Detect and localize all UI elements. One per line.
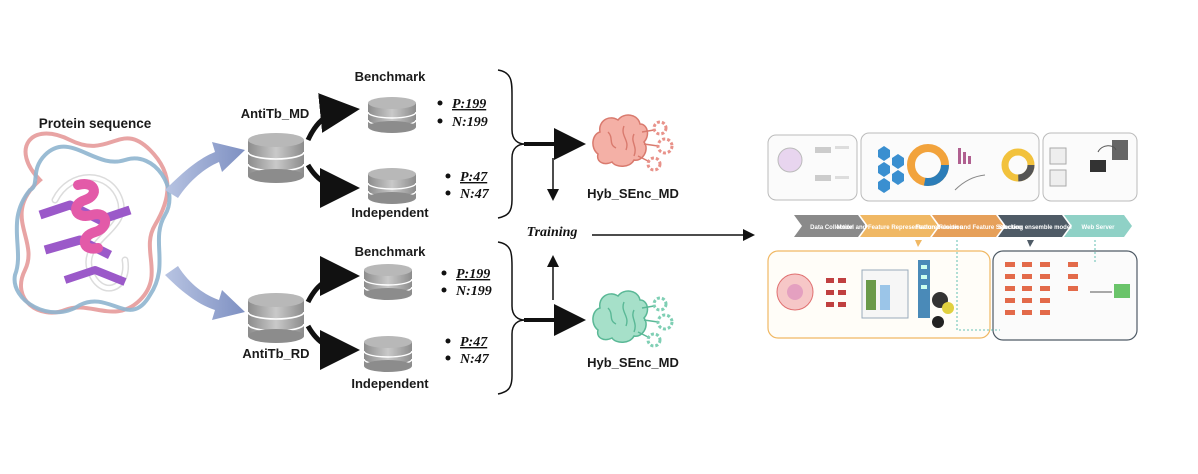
database-icon-md-benchmark [367,97,417,133]
step-label-1: Data Collection [810,225,854,231]
database-icon-rd-independent [363,336,413,372]
arrow-md-to-independent [305,163,360,208]
arrow-rd-to-independent [305,324,360,370]
step-model-feature [860,215,938,237]
independent-label-md: Independent [351,205,429,220]
benchmark-neg-md: N:199 [451,115,488,130]
blue-arrow-bottom [165,266,245,320]
brain-gear-icon-rd [592,290,674,348]
database-icon-md [247,133,305,183]
panel-feature-selection [860,132,1040,202]
benchmark-label-rd: Benchmark [355,244,427,259]
training-label: Training [527,225,578,240]
benchmark-pos-rd: P:199 [456,267,490,282]
protein-sequence-label: Protein sequence [39,116,152,131]
dataset-name-rd: AntiTb_RD [242,346,309,361]
independent-neg-rd: N:47 [459,352,490,367]
dataset-name-md: AntiTb_MD [241,106,310,121]
arrow-md-to-benchmark [305,93,360,142]
blue-arrow-top [165,142,245,198]
arrow-rd-to-benchmark [305,256,360,304]
independent-pos-rd: P:47 [460,335,488,350]
panel-stacking [992,250,1138,341]
step-stacking [998,215,1070,237]
step-web-server [1064,215,1132,237]
protein-structure-icon [12,131,172,315]
model-name-md: Hyb_SEnc_MD [587,186,679,201]
model-name-rd: Hyb_SEnc_MD [587,355,679,370]
benchmark-label-md: Benchmark [355,69,427,84]
independent-neg-md: N:47 [459,187,490,202]
brain-gear-icon-md [592,114,674,172]
brace-bottom [497,241,526,395]
benchmark-neg-rd: N:199 [455,284,492,299]
step-label-2: Model and Feature Representation Selecti… [837,225,964,231]
pipeline-overview: Data Collection Model and Feature Repres… [767,132,1138,341]
benchmark-pos-md: P:199 [452,97,486,112]
database-icon-rd [247,293,305,343]
step-label-5: Web Server [1082,225,1116,231]
brace-top [497,69,526,219]
database-icon-md-independent [367,168,417,204]
independent-label-rd: Independent [351,376,429,391]
step-data-collection [794,215,866,237]
step-fusion [932,215,1004,237]
step-label-4: Stacking ensemble model [998,225,1072,231]
independent-pos-md: P:47 [460,170,488,185]
database-icon-rd-benchmark [363,264,413,300]
step-label-3: Feature Fusion and Feature Selection [915,225,1022,231]
